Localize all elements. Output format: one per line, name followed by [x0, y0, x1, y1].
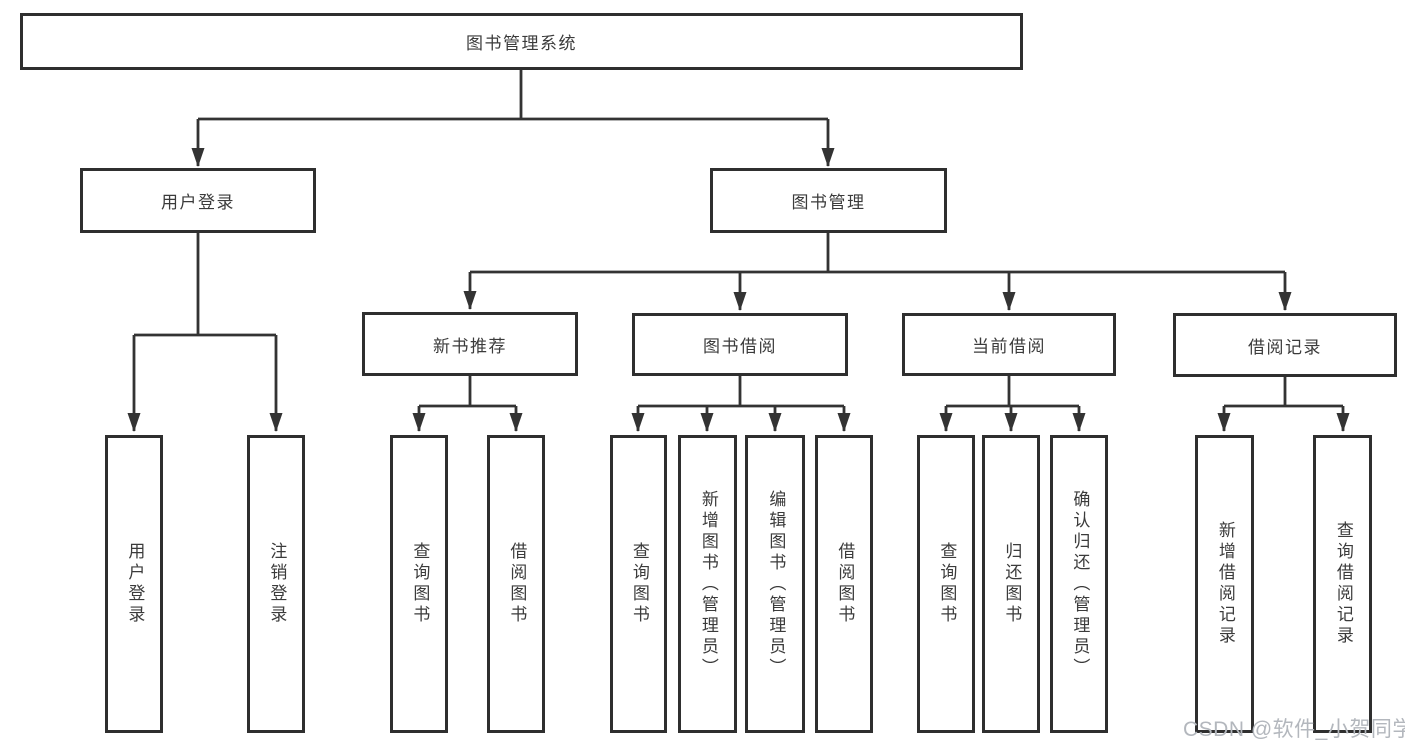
- leaf-logout-login: 注销登录: [247, 435, 305, 733]
- node-new-book-recommendation: 新书推荐: [362, 312, 578, 376]
- node-current-borrowing: 当前借阅: [902, 313, 1116, 376]
- leaf-logout-login-label: 注销登录: [267, 542, 287, 626]
- node-user-login: 用户登录: [80, 168, 316, 233]
- node-book-borrowing-label: 图书借阅: [703, 337, 777, 356]
- leaf-add-borrow-record-label: 新增借阅记录: [1215, 521, 1235, 647]
- node-book-borrowing: 图书借阅: [632, 313, 848, 376]
- node-user-login-label: 用户登录: [161, 193, 235, 212]
- leaf-query-borrow-record: 查询借阅记录: [1313, 435, 1372, 733]
- leaf-user-login: 用户登录: [105, 435, 163, 733]
- leaf-user-login-label: 用户登录: [125, 542, 145, 626]
- leaf-add-books-admin: 新增图书（管理员）: [678, 435, 737, 733]
- node-current-borrowing-label: 当前借阅: [972, 337, 1046, 356]
- leaf-query-books-borrowing-label: 查询图书: [629, 542, 649, 626]
- leaf-confirm-return-admin-label: 确认归还（管理员）: [1070, 489, 1090, 679]
- leaf-return-books-label: 归还图书: [1002, 542, 1022, 626]
- node-borrowing-records-label: 借阅记录: [1248, 337, 1322, 357]
- leaf-borrow-books-borrowing-label: 借阅图书: [835, 542, 855, 626]
- leaf-query-borrow-record-label: 查询借阅记录: [1333, 521, 1353, 647]
- leaf-query-books-recommend: 查询图书: [390, 435, 448, 733]
- leaf-query-books-current-label: 查询图书: [937, 542, 957, 626]
- leaf-edit-books-admin-label: 编辑图书（管理员）: [766, 489, 786, 679]
- node-root-system: 图书管理系统: [20, 13, 1023, 70]
- leaf-query-books-current: 查询图书: [917, 435, 975, 733]
- node-book-management-label: 图书管理: [791, 193, 866, 212]
- leaf-borrow-books-recommend-label: 借阅图书: [507, 542, 527, 626]
- node-new-book-recommendation-label: 新书推荐: [433, 336, 507, 356]
- leaf-borrow-books-borrowing: 借阅图书: [815, 435, 873, 733]
- leaf-add-books-admin-label: 新增图书（管理员）: [698, 489, 718, 679]
- leaf-query-books-recommend-label: 查询图书: [410, 542, 430, 626]
- node-book-management: 图书管理: [710, 168, 947, 233]
- leaf-edit-books-admin: 编辑图书（管理员）: [745, 435, 805, 733]
- leaf-query-books-borrowing: 查询图书: [610, 435, 667, 733]
- leaf-confirm-return-admin: 确认归还（管理员）: [1050, 435, 1108, 733]
- node-borrowing-records: 借阅记录: [1173, 313, 1397, 377]
- csdn-watermark: CSDN @软件_小贺同学: [1183, 718, 1405, 741]
- node-root-label: 图书管理系统: [466, 34, 577, 53]
- leaf-return-books: 归还图书: [982, 435, 1040, 733]
- leaf-add-borrow-record: 新增借阅记录: [1195, 435, 1254, 733]
- leaf-borrow-books-recommend: 借阅图书: [487, 435, 545, 733]
